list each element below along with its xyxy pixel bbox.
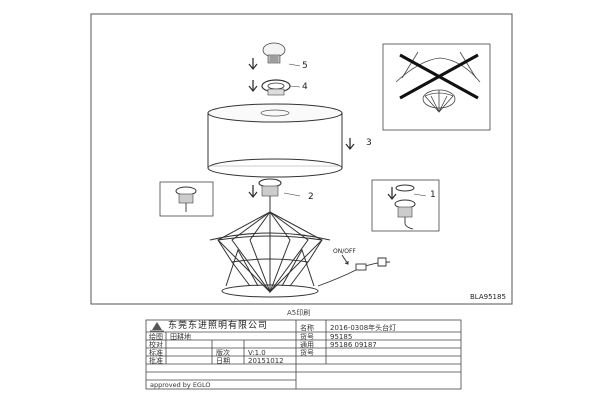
arrow-down-icon xyxy=(345,138,355,151)
company-name: 东莞东进照明有限公司 xyxy=(168,321,269,331)
row-label: 批准 xyxy=(149,357,163,365)
item-number-value: 95185 xyxy=(330,333,353,341)
socket-illustration xyxy=(258,178,282,212)
title-block-frame xyxy=(145,319,462,390)
date-value: 20151012 xyxy=(248,357,284,365)
incorrect-assembly-illustration xyxy=(395,51,481,113)
version-value: V:1.0 xyxy=(248,349,266,357)
applicable-value: 95186 09187 xyxy=(330,341,377,349)
date-label: 日期 xyxy=(216,357,230,365)
item-number-label: 货号 xyxy=(300,333,314,341)
step-label: 4 xyxy=(302,82,308,92)
step-label: 2 xyxy=(308,192,314,202)
name-value: 2016-0308年头台灯 xyxy=(330,324,397,332)
applicable-label: 通用 xyxy=(300,341,314,349)
wire-cage-illustration xyxy=(209,211,331,298)
arrow-down-icon xyxy=(341,254,349,265)
bulb-illustration xyxy=(262,42,286,64)
row-label: 绘图 xyxy=(149,333,163,341)
arrow-down-icon xyxy=(248,58,258,71)
approved-by: approved by EGLO xyxy=(150,381,211,389)
step-label: 1 xyxy=(430,190,436,200)
model-code: BLA95185 xyxy=(470,293,506,301)
arrow-down-icon xyxy=(248,80,258,93)
arrow-down-icon xyxy=(387,187,397,201)
drum-shade-illustration xyxy=(207,103,343,178)
ring-nut-illustration xyxy=(261,79,291,96)
sheet-caption: A5印刷 xyxy=(287,309,311,317)
arrow-down-icon xyxy=(248,185,258,199)
row-value: 田耕地 xyxy=(170,333,191,341)
item-number-label: 货号 xyxy=(300,349,314,357)
cross-out-icon xyxy=(399,53,479,100)
socket-wiring-detail-illustration xyxy=(394,184,416,230)
row-label: 标准 xyxy=(149,349,163,357)
step-label: 3 xyxy=(366,138,372,148)
step-label: 5 xyxy=(302,61,308,71)
switch-label: ON/OFF xyxy=(333,248,356,255)
company-logo-icon xyxy=(150,322,164,332)
name-label: 名称 xyxy=(300,324,314,332)
socket-detail-illustration xyxy=(175,186,197,212)
cable-switch-illustration xyxy=(317,257,391,287)
row-label: 校对 xyxy=(149,341,163,349)
version-label: 版次 xyxy=(216,349,230,357)
